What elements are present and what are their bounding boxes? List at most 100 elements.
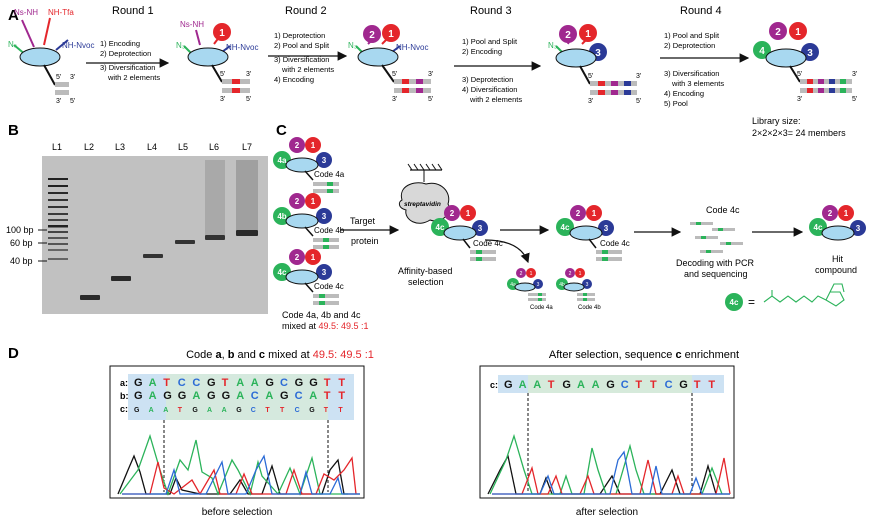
hit-compound: 4c 2 1 3 (809, 205, 866, 241)
strand-end: 3' (392, 96, 397, 103)
member-4c: 4c 2 1 3 Code 4c (273, 249, 344, 305)
strand-end: 5' (392, 71, 397, 78)
sequence-base: T (324, 390, 331, 402)
protein-label: protein (351, 236, 379, 246)
gel-smear (205, 160, 225, 235)
left-title-part: , (222, 349, 228, 361)
code-label: Code 4c (314, 282, 344, 291)
sequence-base: T (708, 379, 715, 391)
decoding-label-1: Decoding with PCR (676, 258, 755, 268)
sequence-row-label: c: (120, 404, 128, 414)
bead-number: 4 (759, 46, 765, 57)
sequence-row-label: a: (120, 378, 128, 388)
strand-end: 3' (428, 71, 433, 78)
right-title-part: After selection, sequence (549, 349, 676, 361)
mid-label-n3: N₃ (548, 41, 557, 50)
washed-4b: 4b 2 1 3 Code 4b (556, 268, 601, 311)
strand-end: 5' (428, 96, 433, 103)
code-label: Code 4b (314, 226, 345, 235)
bead-id: 4a (278, 156, 287, 165)
trace-blue (122, 454, 360, 495)
sequence-base: G (207, 377, 216, 389)
marker-60bp: 60 bp (10, 238, 33, 248)
marker-100bp: 100 bp (6, 225, 34, 235)
bead-number: 1 (579, 271, 582, 277)
trace-green (119, 433, 348, 497)
code-label: Code 4b (578, 305, 601, 311)
sequence-base: A (577, 379, 585, 391)
bead-id: 4c (814, 223, 823, 232)
sequence-base: G (134, 377, 143, 389)
bead-number: 3 (595, 48, 601, 59)
bead-number: 2 (295, 253, 300, 262)
mid-label-nh-nvoc: NH-Nvoc (396, 43, 428, 52)
round-step: 2) Deprotection (664, 41, 715, 50)
code-label: Code 4c (473, 239, 503, 248)
right-chromatogram-frame (479, 365, 735, 499)
mix-label: Code 4a, 4b and 4c (282, 310, 361, 320)
bead-number: 1 (219, 28, 225, 39)
bead-number: 2 (369, 30, 375, 41)
lane-label: L2 (84, 142, 94, 152)
sequence-base: A (207, 407, 212, 414)
sequence-base: G (236, 407, 242, 414)
bead-number: 1 (585, 29, 591, 40)
sequence-base: A (309, 390, 317, 402)
streptavidin-label: streptavidin (404, 201, 441, 208)
strand-end: 3' (246, 71, 251, 78)
sequence-base: A (592, 379, 600, 391)
round-title: Round 3 (470, 5, 512, 17)
sequence-base: A (251, 377, 259, 389)
intermediate-1: 1 Ns-NH NH-Nvoc N₃ 5' 3' 3' 5' (176, 20, 258, 103)
round-step: with 3 elements (671, 79, 724, 88)
round-step: 2) Encoding (462, 47, 502, 56)
sequence-base: C (251, 390, 259, 402)
code-label: Code 4c (600, 239, 630, 248)
start-label-nh-nvoc: NH-Nvoc (62, 41, 94, 50)
gel-image (42, 156, 268, 314)
round-3-steps: Round 3 1) Pool and Split 2) Encoding 3)… (462, 5, 522, 104)
sequence-base: G (192, 407, 198, 414)
hit-label-2: compound (815, 265, 857, 275)
library-size-label: Library size: (752, 116, 801, 126)
bead-id: 4c (436, 223, 445, 232)
start-label-n3: N₃ (8, 40, 17, 49)
bead-number: 1 (311, 141, 316, 150)
bead-id: 4c (561, 223, 570, 232)
affinity-label-2: selection (408, 277, 444, 287)
bead-number: 1 (844, 209, 849, 218)
strand-end: 5' (852, 96, 857, 103)
mid-label-ns-nh: Ns-NH (180, 20, 204, 29)
left-core-highlight (166, 374, 328, 420)
before-selection-label: before selection (202, 507, 273, 518)
start-scaffold: Ns-NH NH-Tfa NH-Nvoc N₃ 5' 3' 3' 5' (8, 8, 94, 105)
library-size-formula: 2×2×2×3= 24 members (752, 128, 846, 138)
bead-number: 2 (450, 209, 455, 218)
round-title: Round 1 (112, 5, 154, 17)
sequence-base: T (222, 377, 229, 389)
sequence-base: G (309, 407, 315, 414)
start-label-nh-tfa: NH-Tfa (48, 8, 74, 17)
round-title: Round 2 (285, 5, 327, 17)
round-step: 1) Pool and Split (664, 31, 720, 40)
round-step: 4) Encoding (274, 75, 314, 84)
round-2-steps: Round 2 1) Deprotection 2) Pool and Spli… (274, 5, 334, 84)
round-step: with 2 elements (469, 95, 522, 104)
strand-end: 3' (588, 98, 593, 105)
panel-label-b: B (8, 122, 19, 139)
sequence-base: A (222, 407, 227, 414)
sequence-base: A (236, 390, 244, 402)
mid-label-n3: N₃ (348, 41, 357, 50)
sequence-base: G (295, 377, 304, 389)
marker-40bp: 40 bp (10, 256, 33, 266)
mid-label-n3: N₃ (176, 41, 185, 50)
gel-smear (236, 160, 258, 230)
sequence-base: A (533, 379, 541, 391)
trace-red (122, 456, 357, 496)
sequence-base: T (338, 390, 345, 402)
strand-end: 5' (588, 73, 593, 80)
bead-number: 2 (520, 271, 523, 277)
bead-number: 3 (807, 48, 813, 59)
sequence-base: T (548, 379, 555, 391)
bead-number: 1 (530, 271, 533, 277)
